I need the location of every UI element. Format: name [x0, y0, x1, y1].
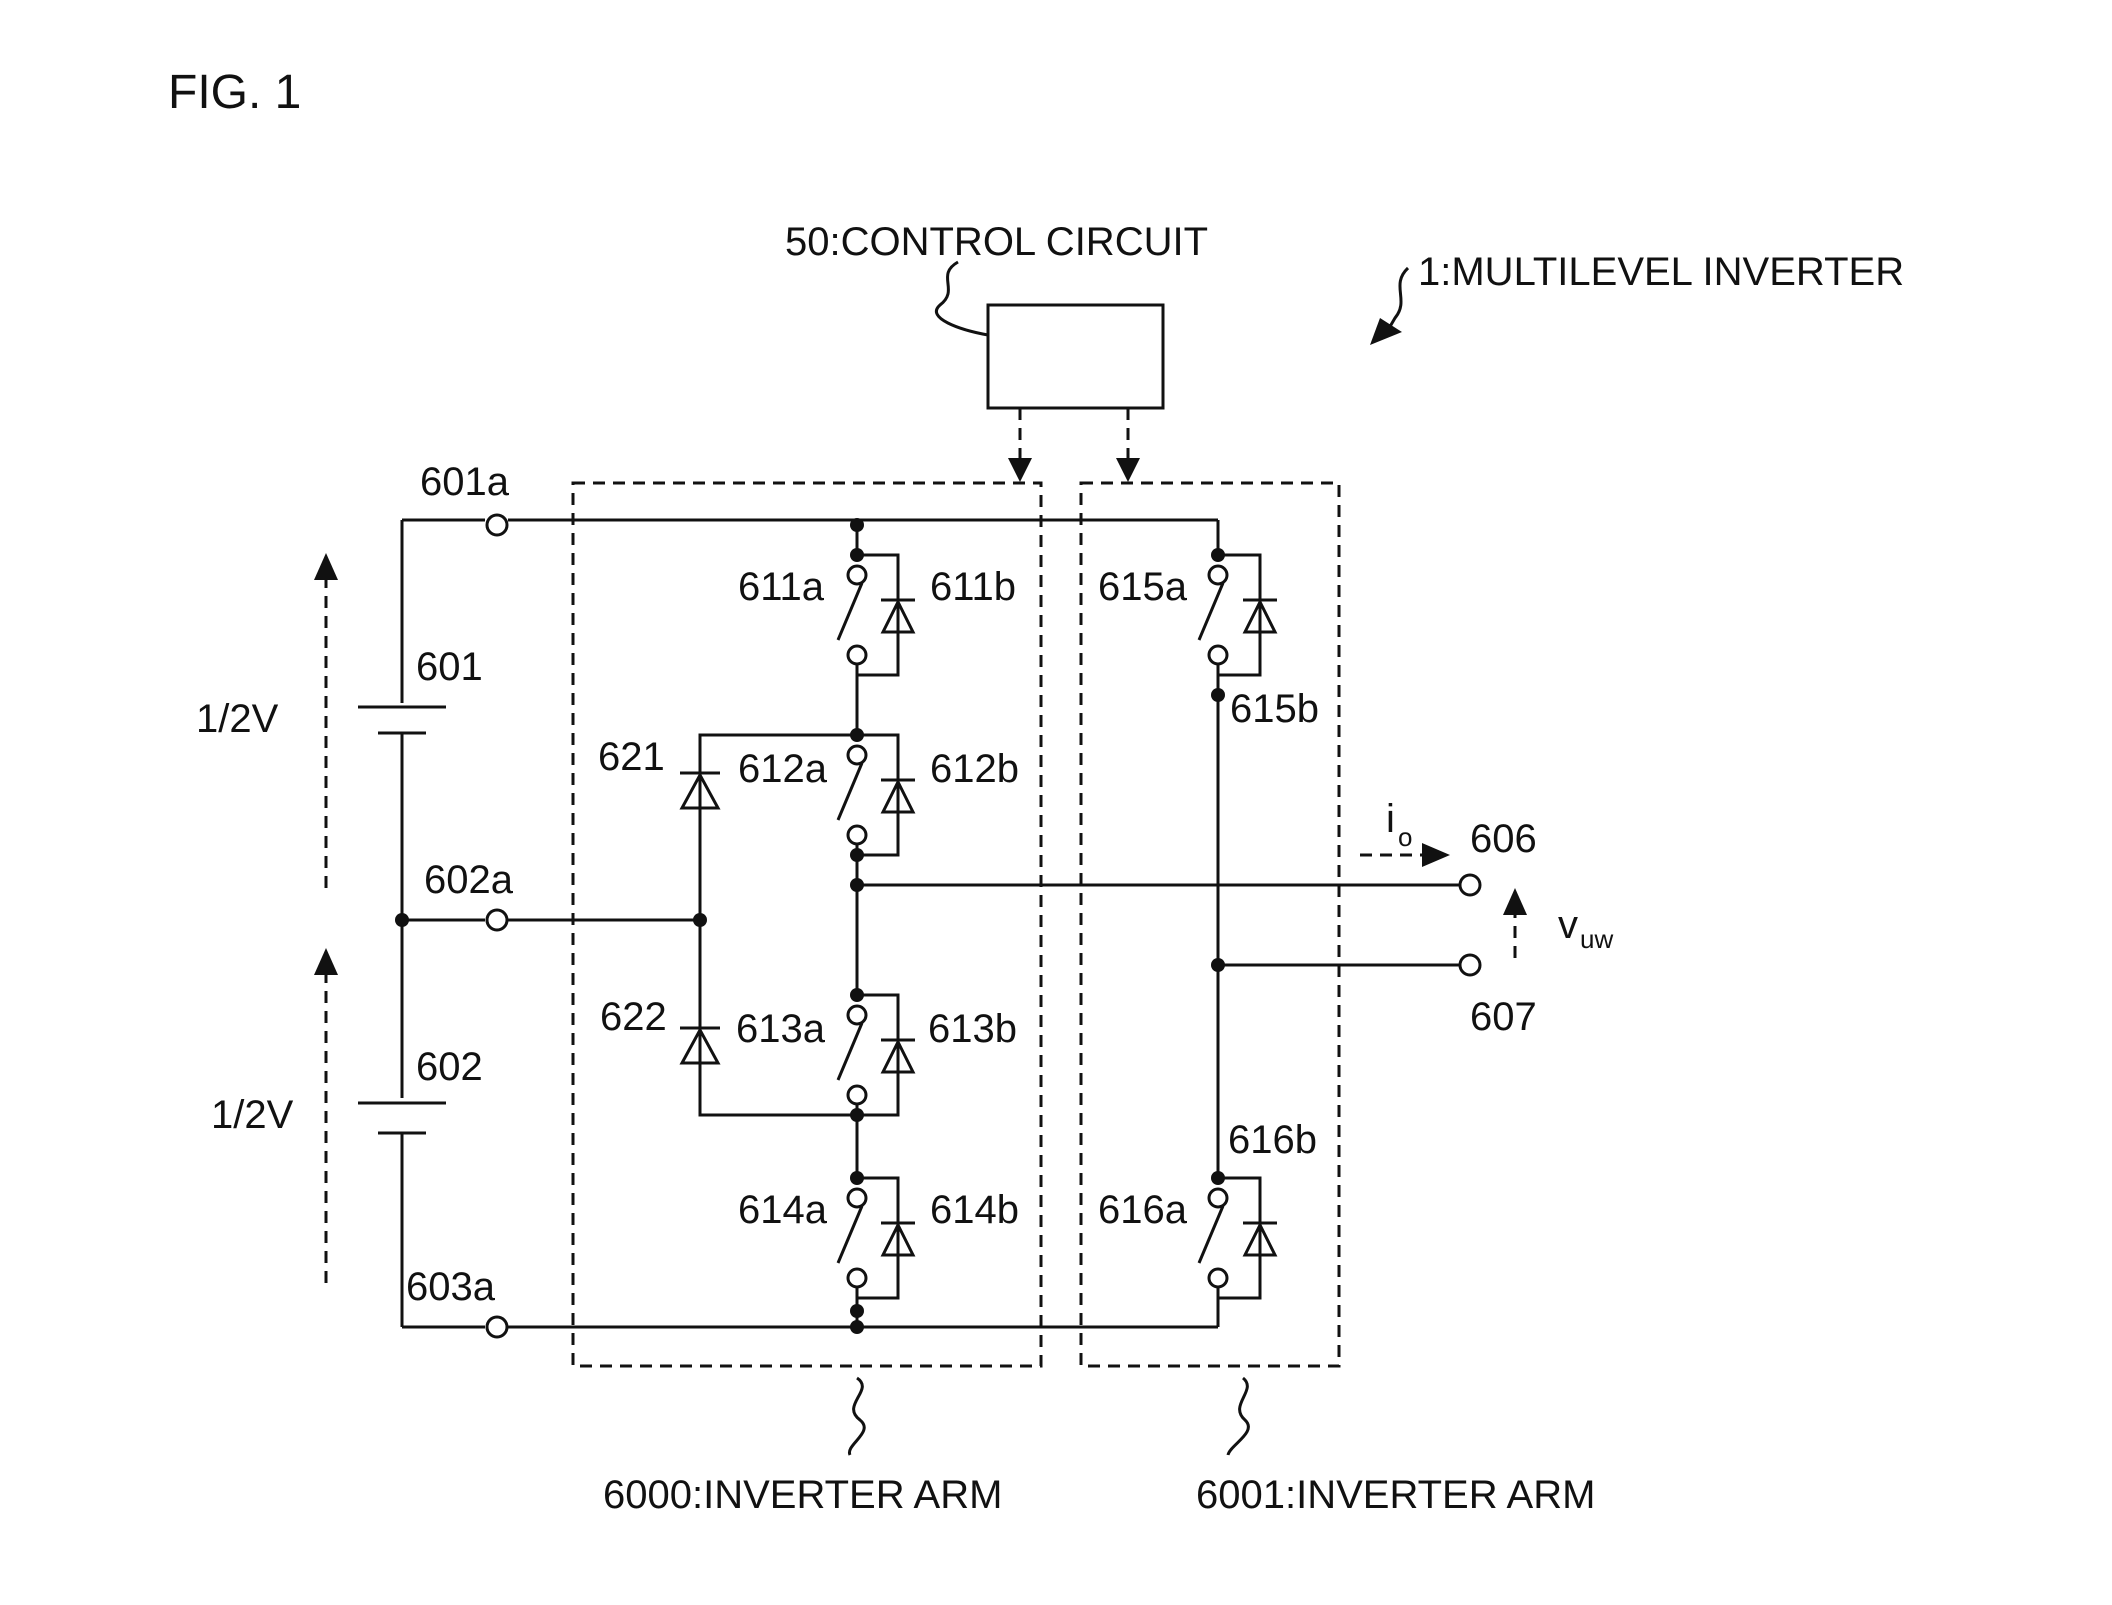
control-arrow-arm-6000 — [1008, 458, 1032, 482]
clamp-wire — [700, 735, 857, 1115]
multilevel-inverter-arrow — [1370, 318, 1402, 345]
terminal-603a-label: 603a — [406, 1265, 496, 1309]
switch-611a — [838, 566, 866, 664]
switch-616a — [1199, 1189, 1227, 1287]
control-circuit-leader — [936, 262, 988, 335]
output-terminal-607 — [1460, 955, 1480, 975]
arm-6001-label: 6001:INVERTER ARM — [1196, 1473, 1595, 1517]
arm-6000-leader — [849, 1378, 864, 1455]
control-arrow-arm-6001 — [1116, 458, 1140, 482]
diode-616b-label: 616b — [1228, 1118, 1317, 1162]
terminal-602a-label: 602a — [424, 858, 514, 902]
voltage-uw-arrow-head — [1503, 888, 1527, 915]
clamp-diode-621-label: 621 — [598, 735, 665, 779]
diode-614b-label: 614b — [930, 1188, 1019, 1232]
arm-6001-leader — [1228, 1378, 1248, 1455]
node-arm6000-bottom — [850, 1320, 864, 1334]
terminal-603a — [487, 1317, 507, 1337]
terminal-601a-label: 601a — [420, 460, 510, 504]
voltage-arrow-bottom-head — [314, 948, 338, 975]
terminal-602a — [487, 910, 507, 930]
diode-615b-label: 615b — [1230, 687, 1319, 731]
switch-613a-label: 613a — [736, 1007, 826, 1051]
capacitor-601-label: 601 — [416, 645, 483, 689]
switch-616a-label: 616a — [1098, 1188, 1188, 1232]
arm-6000-label: 6000:INVERTER ARM — [603, 1473, 1002, 1517]
output-terminal-607-label: 607 — [1470, 995, 1537, 1039]
node-614-bottom — [850, 1304, 864, 1318]
switch-614a-label: 614a — [738, 1188, 828, 1232]
multilevel-inverter-label: 1:MULTILEVEL INVERTER — [1418, 250, 1904, 294]
current-arrow-head — [1422, 843, 1450, 867]
control-circuit-box — [988, 305, 1163, 408]
switch-613a — [838, 1006, 866, 1104]
voltage-uw-label: v — [1558, 903, 1578, 947]
diode-613b-label: 613b — [928, 1007, 1017, 1051]
control-circuit-label: 50:CONTROL CIRCUIT — [785, 220, 1208, 264]
output-terminal-606 — [1460, 875, 1480, 895]
current-label: i — [1386, 797, 1395, 841]
node-neutral — [395, 913, 409, 927]
current-subscript: o — [1398, 822, 1412, 852]
switch-612a-label: 612a — [738, 747, 828, 791]
inverter-arm-6000-box — [573, 483, 1041, 1366]
node-arm6000-top — [850, 518, 864, 532]
switch-615a — [1199, 566, 1227, 664]
diode-611b-label: 611b — [930, 565, 1016, 609]
terminal-601a — [487, 515, 507, 535]
node-615-bottom — [1211, 688, 1225, 702]
clamp-diode-622-label: 622 — [600, 995, 667, 1039]
switch-615a-label: 615a — [1098, 565, 1188, 609]
diode-612b-label: 612b — [930, 747, 1019, 791]
capacitor-602-label: 602 — [416, 1045, 483, 1089]
node-clamp-mid — [693, 913, 707, 927]
voltage-arrow-top-head — [314, 553, 338, 580]
voltage-label-top: 1/2V — [196, 697, 279, 741]
figure-title: FIG. 1 — [168, 66, 301, 119]
multilevel-inverter-leader — [1388, 268, 1408, 330]
voltage-label-bottom: 1/2V — [211, 1093, 294, 1137]
output-terminal-606-label: 606 — [1470, 817, 1537, 861]
switch-614a — [838, 1189, 866, 1287]
switch-611a-label: 611a — [738, 565, 825, 609]
voltage-uw-subscript: uw — [1580, 924, 1613, 954]
switch-612a — [838, 746, 866, 844]
